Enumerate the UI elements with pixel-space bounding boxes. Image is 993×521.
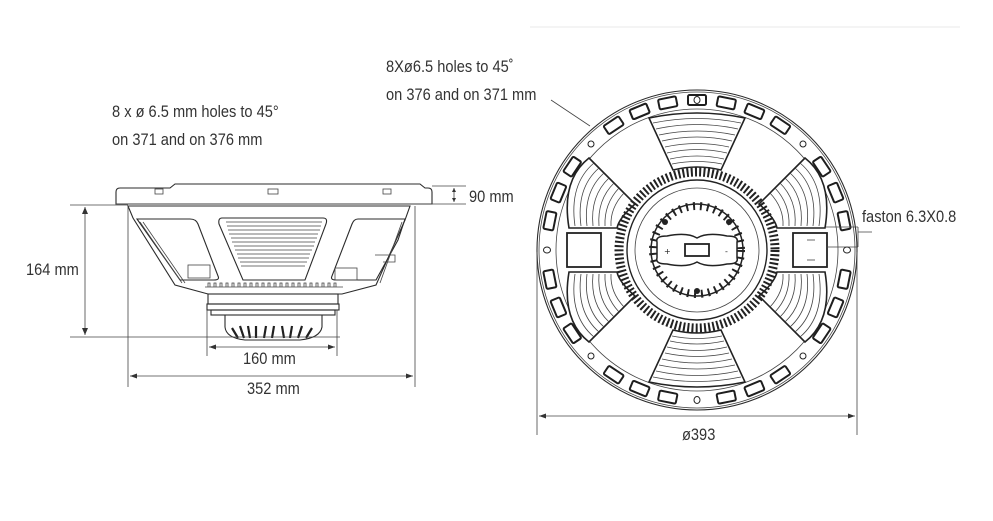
basket-windows xyxy=(566,112,828,388)
front-view: + - xyxy=(536,89,858,411)
faston-connector-label: faston 6.3X0.8 xyxy=(862,207,957,226)
faston-leader-line xyxy=(826,226,872,248)
side-holes-note-line1: 8 x ø 6.5 mm holes to 45° xyxy=(112,102,279,121)
side-view xyxy=(70,183,466,387)
magnet-diameter-label: 160 mm xyxy=(243,349,296,368)
holes-leader-line xyxy=(550,99,591,127)
svg-text:+: + xyxy=(664,247,671,256)
total-depth-label: 164 mm xyxy=(26,260,79,279)
side-holes-note-line2: on 371 and on 376 mm xyxy=(112,130,263,149)
front-holes-note-line2: on 376 and on 371 mm xyxy=(386,85,537,104)
svg-text:-: - xyxy=(725,247,728,256)
mount-depth-label: 90 mm xyxy=(469,187,514,206)
terminal-right xyxy=(792,232,828,268)
outer-diameter-label: ø393 xyxy=(682,425,716,444)
front-holes-note-line1: 8Xø6.5 holes to 45˚ xyxy=(386,57,514,76)
terminal-left xyxy=(566,232,602,268)
mounting-holes xyxy=(543,96,851,404)
cutout-diameter-label: 352 mm xyxy=(247,379,300,398)
